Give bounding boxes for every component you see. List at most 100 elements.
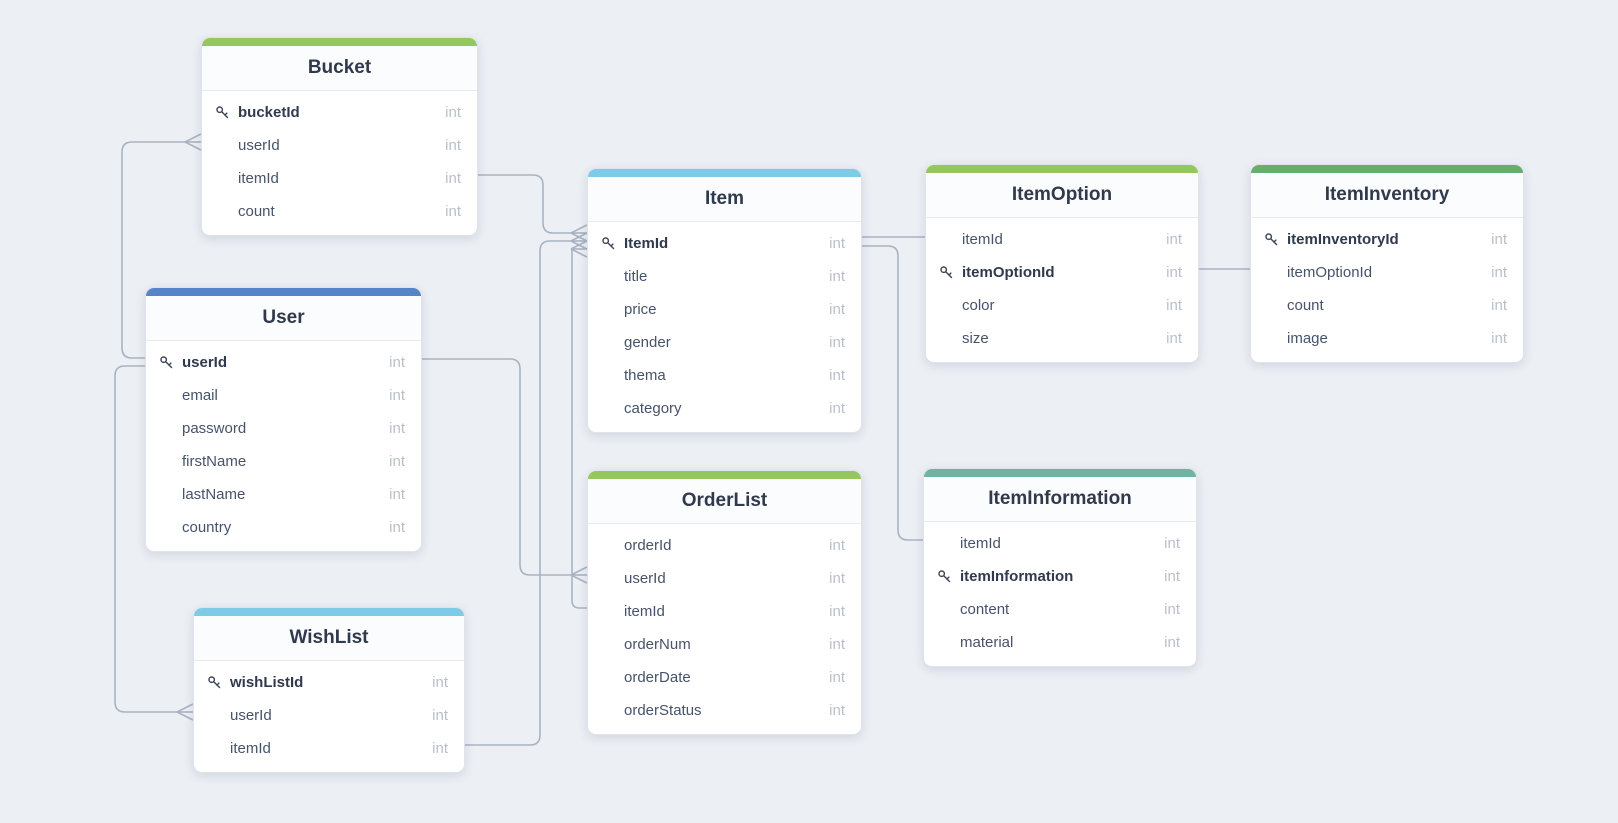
field-row-iteminformation-content[interactable]: content int: [924, 593, 1196, 626]
relationship-user-wishlist[interactable]: [114, 365, 194, 721]
field-row-item-thema[interactable]: thema int: [588, 359, 861, 392]
field-type: int: [829, 537, 845, 554]
field-name: orderDate: [624, 669, 691, 686]
field-name: bucketId: [238, 104, 300, 121]
field-row-orderlist-orderDate[interactable]: orderDate int: [588, 661, 861, 694]
field-row-iteminventory-itemInventoryId[interactable]: itemInventoryId int: [1251, 223, 1523, 256]
field-name: itemId: [962, 231, 1003, 248]
field-row-orderlist-orderStatus[interactable]: orderStatus int: [588, 694, 861, 727]
field-row-item-category[interactable]: category int: [588, 392, 861, 425]
table-title: Bucket: [202, 46, 477, 91]
field-name: itemId: [960, 535, 1001, 552]
field-row-iteminformation-material[interactable]: material int: [924, 626, 1196, 659]
field-name: itemInformation: [960, 568, 1074, 585]
field-type: int: [1491, 264, 1507, 281]
field-list: itemInventoryId int itemOptionId int cou…: [1251, 218, 1523, 362]
field-row-iteminventory-image[interactable]: image int: [1251, 322, 1523, 355]
field-type: int: [432, 740, 448, 757]
table-user[interactable]: User userId int email int password int f…: [145, 287, 422, 552]
field-row-item-ItemId[interactable]: ItemId int: [588, 227, 861, 260]
table-accent-bar: [202, 38, 477, 46]
table-accent-bar: [926, 165, 1198, 173]
field-row-wishlist-itemId[interactable]: itemId int: [194, 732, 464, 765]
table-iteminventory[interactable]: ItemInventory itemInventoryId int itemOp…: [1250, 164, 1524, 363]
field-list: bucketId int userId int itemId int count…: [202, 91, 477, 235]
field-name: itemOptionId: [962, 264, 1055, 281]
relationship-user-bucket[interactable]: [121, 133, 202, 359]
field-name: ItemId: [624, 235, 669, 252]
field-name: userId: [230, 707, 272, 724]
relationship-wishlist-item[interactable]: [462, 232, 588, 746]
table-itemoption[interactable]: ItemOption itemId int itemOptionId int c…: [925, 164, 1199, 363]
primary-key-icon: [938, 570, 951, 583]
field-row-user-userId[interactable]: userId int: [146, 346, 421, 379]
primary-key-icon: [1265, 233, 1278, 246]
field-list: wishListId int userId int itemId int: [194, 661, 464, 772]
field-row-itemoption-size[interactable]: size int: [926, 322, 1198, 355]
table-orderlist[interactable]: OrderList orderId int userId int itemId …: [587, 470, 862, 735]
key-icon-slot: [215, 105, 238, 120]
table-item[interactable]: Item ItemId int title int price int gend…: [587, 168, 862, 433]
relationship-item-iteminformation[interactable]: [860, 245, 923, 541]
field-row-itemoption-itemOptionId[interactable]: itemOptionId int: [926, 256, 1198, 289]
table-accent-bar: [1251, 165, 1523, 173]
field-type: int: [1166, 264, 1182, 281]
field-name: password: [182, 420, 247, 437]
field-row-user-firstName[interactable]: firstName int: [146, 445, 421, 478]
field-type: int: [829, 603, 845, 620]
table-title: ItemInformation: [924, 477, 1196, 522]
primary-key-icon: [208, 676, 221, 689]
field-row-item-title[interactable]: title int: [588, 260, 861, 293]
field-type: int: [1166, 330, 1182, 347]
field-type: int: [389, 354, 405, 371]
table-iteminformation[interactable]: ItemInformation itemId int itemInformati…: [923, 468, 1197, 667]
field-row-bucket-count[interactable]: count int: [202, 195, 477, 228]
field-row-item-price[interactable]: price int: [588, 293, 861, 326]
field-name: count: [1287, 297, 1324, 314]
field-row-iteminventory-itemOptionId[interactable]: itemOptionId int: [1251, 256, 1523, 289]
field-list: itemId int itemOptionId int color int si…: [926, 218, 1198, 362]
field-row-iteminventory-count[interactable]: count int: [1251, 289, 1523, 322]
table-accent-bar: [146, 288, 421, 296]
field-row-orderlist-userId[interactable]: userId int: [588, 562, 861, 595]
table-wishlist[interactable]: WishList wishListId int userId int itemI…: [193, 607, 465, 773]
field-type: int: [829, 669, 845, 686]
field-name: firstName: [182, 453, 247, 470]
field-name: size: [962, 330, 989, 347]
table-accent-bar: [194, 608, 464, 616]
field-type: int: [445, 203, 461, 220]
field-type: int: [389, 519, 405, 536]
field-row-orderlist-orderNum[interactable]: orderNum int: [588, 628, 861, 661]
field-name: itemInventoryId: [1287, 231, 1399, 248]
key-icon-slot: [601, 236, 624, 251]
table-bucket[interactable]: Bucket bucketId int userId int itemId in…: [201, 37, 478, 236]
field-row-user-lastName[interactable]: lastName int: [146, 478, 421, 511]
field-row-item-gender[interactable]: gender int: [588, 326, 861, 359]
field-row-bucket-userId[interactable]: userId int: [202, 129, 477, 162]
field-row-wishlist-wishListId[interactable]: wishListId int: [194, 666, 464, 699]
field-row-wishlist-userId[interactable]: userId int: [194, 699, 464, 732]
field-row-iteminformation-itemId[interactable]: itemId int: [924, 527, 1196, 560]
field-row-itemoption-itemId[interactable]: itemId int: [926, 223, 1198, 256]
relationship-bucket-item[interactable]: [476, 174, 588, 242]
field-type: int: [432, 707, 448, 724]
field-type: int: [1164, 535, 1180, 552]
field-row-bucket-bucketId[interactable]: bucketId int: [202, 96, 477, 129]
field-row-user-email[interactable]: email int: [146, 379, 421, 412]
key-icon-slot: [937, 569, 960, 584]
relationship-user-orderlist[interactable]: [420, 358, 588, 584]
field-row-itemoption-color[interactable]: color int: [926, 289, 1198, 322]
field-name: gender: [624, 334, 671, 351]
field-row-orderlist-itemId[interactable]: itemId int: [588, 595, 861, 628]
field-row-iteminformation-itemInformation[interactable]: itemInformation int: [924, 560, 1196, 593]
field-name: userId: [238, 137, 280, 154]
field-name: itemOptionId: [1287, 264, 1373, 281]
field-row-bucket-itemId[interactable]: itemId int: [202, 162, 477, 195]
field-row-user-country[interactable]: country int: [146, 511, 421, 544]
field-row-orderlist-orderId[interactable]: orderId int: [588, 529, 861, 562]
field-type: int: [829, 334, 845, 351]
relationship-orderlist-item[interactable]: [570, 240, 588, 609]
field-row-user-password[interactable]: password int: [146, 412, 421, 445]
